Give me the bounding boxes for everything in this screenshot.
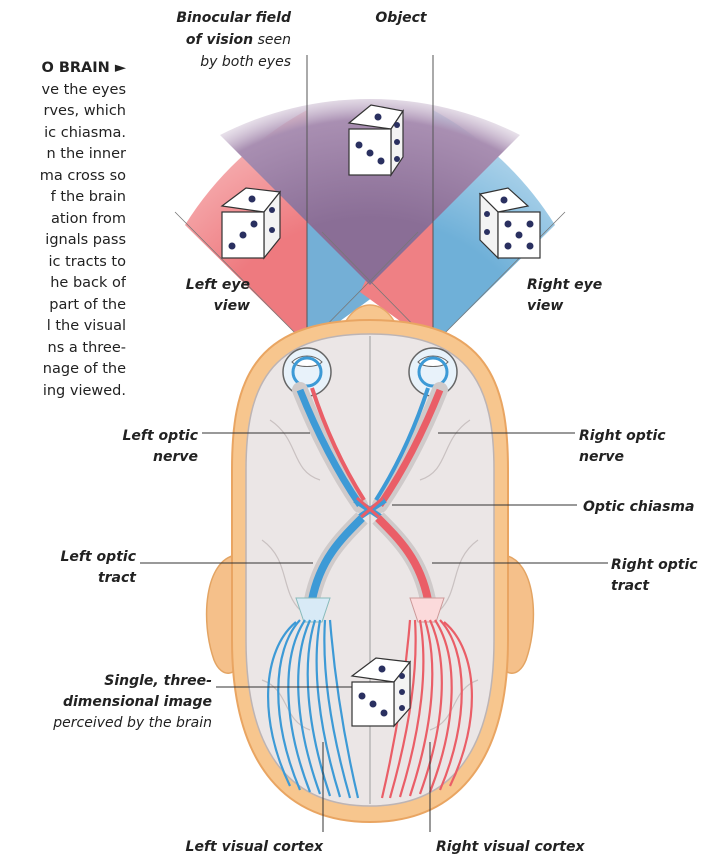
label-object: Object: [375, 10, 428, 26]
label-single-image-line3: perceived by the brain: [52, 715, 212, 731]
label-right-optic-tract-line2: tract: [611, 578, 650, 594]
label-optic-chiasma: Optic chiasma: [583, 499, 694, 515]
label-left-optic-tract-line1: Left optic: [60, 549, 136, 565]
label-left-optic-nerve-line1: Left optic: [122, 428, 198, 444]
label-left-visual-cortex: Left visual cortex: [186, 839, 324, 855]
label-right-optic-nerve-line2: nerve: [579, 449, 624, 465]
label-left-eye-line1: Left eye: [186, 277, 250, 293]
label-left-optic-tract-line2: tract: [98, 570, 137, 586]
label-left-eye-line2: view: [214, 298, 250, 314]
label-right-optic-tract-line1: Right optic: [611, 557, 698, 573]
label-binocular-line2a: of vision: [186, 32, 253, 48]
label-binocular-line3: by both eyes: [200, 54, 291, 70]
label-binocular-line2: of vision seen: [186, 32, 291, 48]
label-binocular-line2b: seen: [253, 32, 291, 48]
label-single-image-line2: dimensional image: [63, 694, 212, 710]
label-binocular-line1: Binocular field: [176, 10, 292, 26]
label-single-image-line1: Single, three-: [104, 673, 212, 689]
label-right-visual-cortex: Right visual cortex: [436, 839, 585, 855]
label-right-eye-line2: view: [527, 298, 563, 314]
label-left-optic-nerve-line2: nerve: [153, 449, 198, 465]
label-right-eye-line1: Right eye: [527, 277, 602, 293]
label-right-optic-nerve-line1: Right optic: [579, 428, 666, 444]
